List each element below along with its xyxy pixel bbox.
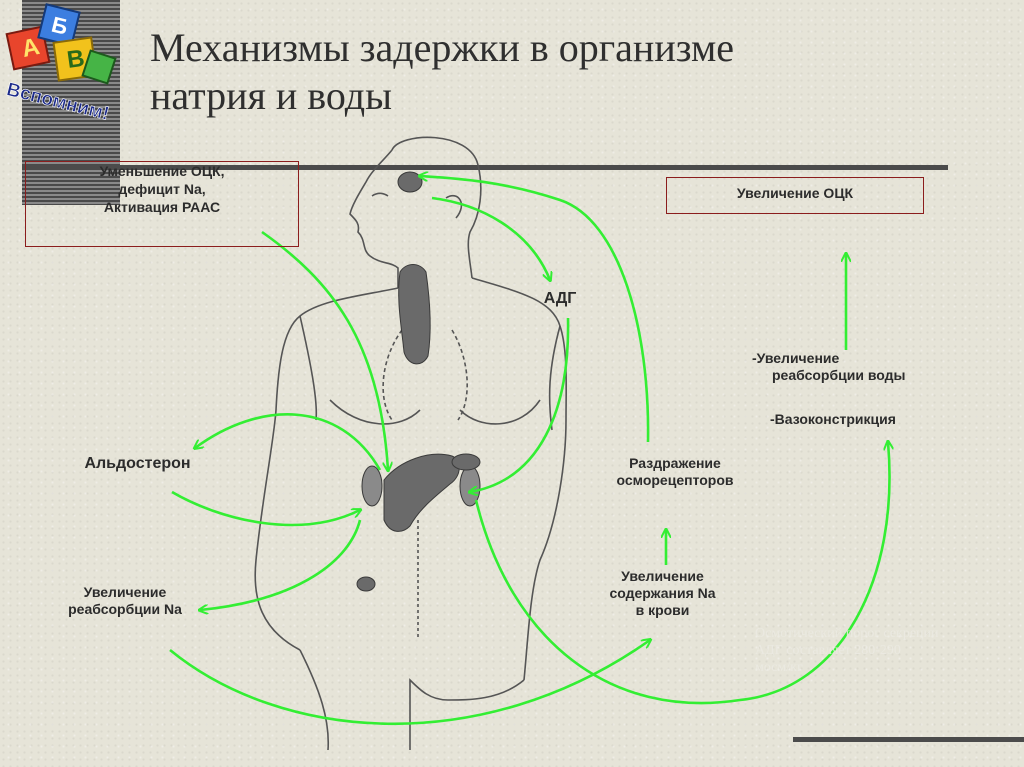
arrow-kidney-to-na-reabsorption [200, 519, 362, 610]
eye [371, 192, 389, 197]
aldosterone-label: Альдостерон [84, 455, 191, 472]
na-blood-line-3: в крови [635, 602, 690, 618]
arrow-adrenal-to-aldosterone [195, 413, 382, 471]
logo-block-d [81, 49, 117, 85]
svg-text:В: В [65, 45, 86, 74]
torso-right [471, 277, 568, 681]
head-outline [349, 136, 482, 288]
volume-decrease-line-2: дефицит Na, [118, 181, 206, 197]
abc-blocks-icon: A Б В Вспомним! [4, 3, 117, 125]
water-reabsorption-line-1: -Увеличение [752, 350, 840, 366]
arm-line [299, 315, 561, 431]
arrow-raas-to-adrenal [261, 230, 388, 470]
na-reabsorption-line-2: реабсорбции Na [68, 601, 182, 617]
na-reabsorption-label: Увеличение реабсорбции Na [35, 584, 215, 618]
title-line-1: Механизмы задержки в организме [150, 25, 735, 70]
volume-decrease-box: Уменьшение ОЦК, дефицит Na, Активация РА… [25, 161, 299, 247]
leg-outline [299, 649, 525, 751]
ear [445, 194, 463, 219]
arrow-pituitary-to-adg [431, 196, 550, 280]
title-line-2: натрия и воды [150, 73, 392, 118]
chest-line [329, 399, 541, 425]
logo-block-b: Б [37, 3, 81, 47]
note-line-2: АДГ составляет 280-290 [755, 643, 901, 658]
arrow-kidney-to-water [474, 442, 890, 705]
vasoconstriction-label: -Вазоконстрикция [770, 411, 896, 427]
header-divider [22, 165, 948, 170]
osmotic-threshold-note: Осмотический порог секреции АДГ составля… [755, 625, 1020, 676]
na-reabsorption-line-1: Увеличение [83, 584, 167, 600]
na-blood-line-1: Увеличение [621, 568, 704, 584]
human-body-outline [254, 136, 568, 751]
page-title: Механизмы задержки в организме натрия и … [150, 24, 950, 120]
volume-decrease-line-3: Активация РААС [103, 199, 221, 215]
svg-text:Б: Б [49, 12, 71, 40]
pancreas [383, 453, 460, 532]
kidney-left [361, 465, 383, 507]
bladder [356, 576, 376, 592]
osmoreceptors-line-1: Раздражение [629, 455, 721, 471]
water-reabsorption-label: -Увеличение реабсорбции воды [752, 350, 962, 384]
volume-decrease-line-1: Уменьшение ОЦК, [99, 163, 225, 179]
water-reabsorption-line-2: реабсорбции воды [772, 367, 906, 383]
volume-increase-box: Увеличение ОЦК [666, 177, 924, 214]
arrow-osmoreceptors-to-pituitary [420, 176, 650, 443]
adrenal-right [451, 453, 481, 471]
na-blood-line-2: содержания Na [609, 585, 716, 601]
adg-label: АДГ [543, 290, 577, 307]
thyroid [398, 264, 431, 365]
brain-pituitary [397, 171, 423, 193]
note-line-3: мосм/кг [755, 660, 803, 675]
osmoreceptors-label: Раздражение осморецепторов [590, 455, 760, 489]
arrow-aldosterone-to-kidney [171, 490, 360, 527]
svg-text:A: A [19, 33, 42, 63]
note-line-1: Осмотический порог секреции [755, 626, 939, 641]
arrow-adg-to-kidney [470, 317, 570, 492]
ribcage-dashed [382, 329, 468, 421]
arrows [169, 176, 890, 726]
arrow-na-reabsorption-to-na-blood [169, 640, 650, 726]
osmoreceptors-line-2: осморецепторов [616, 472, 734, 488]
torso-left [254, 287, 399, 651]
footer-divider [793, 737, 1024, 742]
na-blood-label: Увеличение содержания Na в крови [575, 568, 750, 619]
